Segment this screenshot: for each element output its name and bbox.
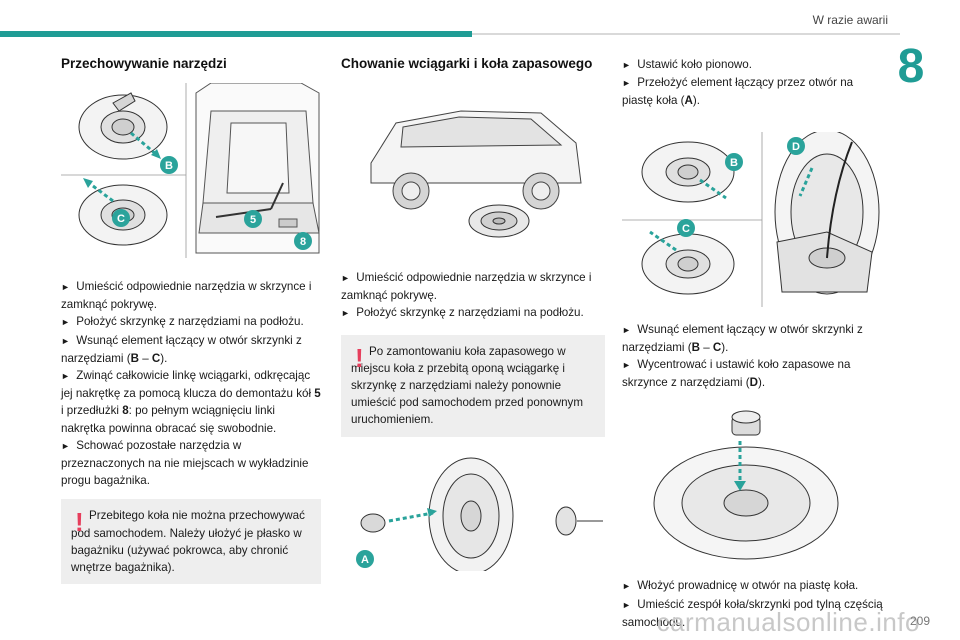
label-8-marker: 8	[294, 232, 312, 250]
step: ► Przełożyć element łączący przez otwór …	[622, 76, 854, 108]
label-8: 8	[300, 236, 306, 248]
warning-box: ! Przebitego koła nie można przechowywać…	[61, 499, 321, 585]
instructions-winch: ► Umieścić odpowiednie narzędzia w skrzy…	[341, 269, 605, 323]
step: ► Zwinąć całkowicie linkę wciągarki, odk…	[61, 369, 321, 435]
label-b: B	[165, 160, 173, 172]
figure-tool-storage: B C 5 8	[61, 82, 321, 258]
figure-wheel-connector: A	[341, 451, 605, 575]
step: ► Położyć skrzynkę z narzędziami na podł…	[61, 315, 304, 329]
label-5: 5	[250, 214, 256, 226]
column-tool-storage: Przechowywanie narzędzi	[61, 56, 321, 585]
step: ► Schować pozostałe narzędzia w przeznac…	[61, 438, 309, 488]
step: ► Położyć skrzynkę z narzędziami na podł…	[341, 306, 584, 320]
section-title: Przechowywanie narzędzi	[61, 56, 227, 71]
step: ► Ustawić koło pionowo.	[622, 58, 752, 71]
instructions-part-1: ► Ustawić koło pionowo. ► Przełożyć elem…	[622, 56, 884, 110]
connector-illustration	[622, 129, 880, 307]
page-number: 209	[909, 614, 930, 628]
running-head: W razie awarii	[812, 13, 888, 27]
figure-connector-spare-wheel: B C D	[622, 129, 884, 307]
warning-icon: !	[75, 507, 84, 538]
tool-storage-illustration	[61, 82, 320, 258]
instructions-part-3: ► Włożyć prowadnicę w otwór na piastę ko…	[622, 577, 884, 631]
warning-icon: !	[355, 342, 364, 373]
step: ► Umieścić odpowiednie narzędzia w skrzy…	[61, 280, 312, 312]
label-a-marker: A	[356, 549, 374, 568]
step: ► Wsunąć element łączący w otwór skrzynk…	[622, 322, 863, 354]
column-spare-wheel-steps: ► Ustawić koło pionowo. ► Przełożyć elem…	[622, 56, 884, 631]
column-winch-stowing: Chowanie wciągarki i koła zapasowego ► U…	[341, 56, 605, 575]
chapter-number: 8	[897, 40, 925, 93]
header-accent-bar	[0, 31, 472, 37]
step: ► Wycentrować i ustawić koło zapasowe na…	[622, 358, 851, 390]
label-b: B	[730, 157, 738, 169]
label-a: A	[361, 554, 369, 566]
warning-text: Po zamontowaniu koła zapasowego w miejsc…	[351, 344, 583, 427]
section-title: Chowanie wciągarki i koła zapasowego	[341, 56, 593, 71]
label-d-marker: D	[787, 136, 805, 155]
label-5-marker: 5	[244, 210, 262, 228]
label-c-marker: C	[677, 218, 695, 237]
label-c-marker: C	[112, 209, 130, 227]
figure-car-spare-wheel	[341, 83, 605, 243]
step: ► Wsunąć element łączący w otwór skrzynk…	[61, 333, 302, 365]
guide-hub-illustration	[653, 410, 839, 560]
label-b-marker: B	[725, 152, 743, 171]
header-rule	[472, 33, 900, 35]
figure-guide-hub	[622, 405, 884, 565]
step: ► Umieścić odpowiednie narzędzia w skrzy…	[341, 271, 592, 303]
step: ► Umieścić zespół koła/skrzynki pod tyln…	[622, 597, 883, 629]
instructions-tool-storage: ► Umieścić odpowiednie narzędzia w skrzy…	[61, 278, 321, 489]
label-d: D	[792, 141, 800, 153]
instructions-part-2: ► Wsunąć element łączący w otwór skrzynk…	[622, 321, 884, 392]
label-c: C	[117, 213, 125, 225]
step: ► Włożyć prowadnicę w otwór na piastę ko…	[622, 579, 859, 593]
label-c: C	[682, 223, 690, 235]
warning-box: ! Po zamontowaniu koła zapasowego w miej…	[341, 334, 605, 437]
watermark: carmanualsonline.info	[656, 607, 920, 637]
warning-text: Przebitego koła nie można przechowywać p…	[71, 509, 305, 575]
car-illustration	[370, 110, 582, 238]
label-b-marker: B	[160, 156, 178, 174]
wheel-connector-illustration	[360, 457, 603, 575]
